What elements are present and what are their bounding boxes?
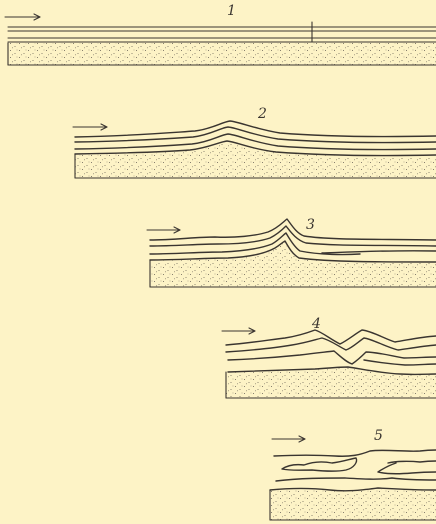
- push-arrow-icon: [73, 124, 107, 130]
- push-arrow-icon: [222, 328, 255, 334]
- stage-1: 1: [5, 3, 436, 65]
- stippled-basement: [150, 242, 436, 287]
- push-arrow-icon: [272, 436, 305, 442]
- figure-number: 3: [306, 217, 315, 233]
- stage-2: 2: [73, 106, 436, 178]
- stage-5: 5: [270, 428, 436, 520]
- figure-number: 5: [374, 428, 383, 444]
- folded-layers: [226, 330, 436, 374]
- push-arrow-icon: [5, 14, 40, 20]
- stage-3: 3: [147, 217, 436, 287]
- stippled-basement: [270, 489, 436, 520]
- upper-layer: [8, 22, 436, 42]
- figure-number: 2: [257, 106, 267, 122]
- stippled-basement: [226, 368, 436, 398]
- folded-layers: [270, 450, 436, 491]
- stage-4: 4: [222, 316, 436, 398]
- push-arrow-icon: [147, 227, 180, 233]
- stippled-basement: [8, 43, 436, 65]
- figure-number: 1: [227, 3, 236, 19]
